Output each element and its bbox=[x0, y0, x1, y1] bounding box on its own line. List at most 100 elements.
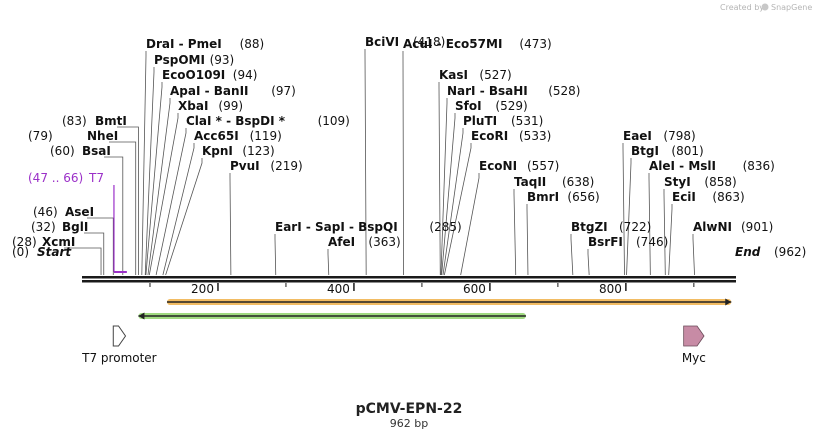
site-name: DraI - PmeI bbox=[146, 37, 222, 51]
leader-taqii bbox=[513, 189, 517, 276]
site-clai-bspdi[interactable]: ClaI * - BspDI *(109) bbox=[186, 114, 350, 128]
site-name: Acc65I bbox=[194, 129, 239, 143]
site-position: (638) bbox=[562, 175, 594, 189]
site-position: (656) bbox=[567, 190, 599, 204]
snapgene-branding: Created by SnapGene bbox=[720, 3, 812, 12]
site-nhei[interactable]: (79)NheI bbox=[28, 129, 118, 143]
sequence-length: 962 bp bbox=[390, 417, 428, 430]
feature-t7-promoter[interactable]: T7 promoter bbox=[81, 325, 157, 365]
site-position: (119) bbox=[250, 129, 282, 143]
site-taqii[interactable]: TaqII(638) bbox=[514, 175, 594, 189]
site-kpni[interactable]: KpnI(123) bbox=[202, 144, 275, 158]
end-label: End bbox=[735, 245, 761, 259]
orf-forward[interactable] bbox=[166, 298, 732, 306]
site-name: BmtI bbox=[95, 114, 127, 128]
site-apai-banii[interactable]: ApaI - BanII(97) bbox=[170, 84, 296, 98]
site-nari-bsahi[interactable]: NarI - BsaHI(528) bbox=[447, 84, 580, 98]
site-name: KasI bbox=[439, 68, 468, 82]
site-afei[interactable]: AfeI (363) bbox=[328, 235, 401, 249]
site-name: AfeI bbox=[328, 235, 355, 249]
leader-alwni bbox=[692, 234, 695, 276]
orf-reverse[interactable] bbox=[138, 312, 526, 320]
site-name: BglI bbox=[62, 220, 88, 234]
site-position: (93) bbox=[210, 53, 235, 67]
site-name: EaeI bbox=[623, 129, 652, 143]
leader-xcmi bbox=[64, 247, 102, 275]
snapgene-brand-text: SnapGene bbox=[771, 3, 812, 12]
site-ecoo109i[interactable]: EcoO109I(94) bbox=[162, 68, 257, 82]
site-btgi[interactable]: BtgI(801) bbox=[631, 144, 704, 158]
feature-label: T7 promoter bbox=[81, 351, 157, 365]
leader-btgzi bbox=[570, 234, 574, 276]
site-name: PluTI bbox=[463, 114, 497, 128]
site-bmti[interactable]: (83)BmtI bbox=[62, 114, 127, 128]
site-pspomi[interactable]: PspOMI(93) bbox=[154, 53, 234, 67]
site-position: (528) bbox=[548, 84, 580, 98]
backbone-bottom-strand bbox=[82, 280, 736, 283]
site-name: BtgZI bbox=[571, 220, 608, 234]
site-position: (363) bbox=[368, 235, 400, 249]
site-pvui[interactable]: PvuI(219) bbox=[230, 159, 303, 173]
ruler-tick-label: 600 bbox=[463, 282, 486, 296]
primer-range: (47 .. 66) bbox=[28, 171, 83, 185]
feature-label: Myc bbox=[682, 351, 706, 365]
leader-btgi bbox=[626, 158, 632, 276]
site-pluti[interactable]: PluTI (531) bbox=[463, 114, 543, 128]
site-name: XbaI bbox=[178, 99, 208, 113]
site-bcivi[interactable]: BciVI(418) bbox=[365, 35, 445, 49]
site-position: (97) bbox=[271, 84, 296, 98]
site-bmri[interactable]: BmrI(656) bbox=[527, 190, 600, 204]
site-acc65i[interactable]: Acc65I (119) bbox=[194, 129, 282, 143]
site-ecii[interactable]: EciI(863) bbox=[672, 190, 745, 204]
leader-afei bbox=[327, 249, 330, 276]
site-ecori[interactable]: EcoRI(533) bbox=[471, 129, 551, 143]
leader-sfoi bbox=[441, 113, 456, 276]
leader-ecii bbox=[668, 204, 673, 276]
leader-alei-msli bbox=[648, 173, 651, 276]
site-position: (79) bbox=[28, 129, 53, 143]
site-kasi[interactable]: KasI(527) bbox=[439, 68, 512, 82]
site-name: AlwNI bbox=[693, 220, 732, 234]
site-position: (531) bbox=[511, 114, 543, 128]
site-position: (109) bbox=[318, 114, 350, 128]
site-styi[interactable]: StyI(858) bbox=[664, 175, 737, 189]
site-position: (219) bbox=[270, 159, 302, 173]
site-bsrfi[interactable]: BsrFI(746) bbox=[588, 235, 668, 249]
site-position: (533) bbox=[519, 129, 551, 143]
feature-myc[interactable]: Myc bbox=[682, 325, 706, 365]
site-asei[interactable]: (46)AseI bbox=[33, 205, 94, 219]
leader-acui-eco57mi bbox=[402, 51, 404, 276]
site-bsai[interactable]: (60)BsaI bbox=[50, 144, 111, 158]
site-btgzi[interactable]: BtgZI(722) bbox=[571, 220, 651, 234]
primer-name: T7 bbox=[88, 171, 104, 185]
site-sfoi[interactable]: SfoI (529) bbox=[455, 99, 528, 113]
sequence-name: pCMV-EPN-22 bbox=[356, 401, 463, 417]
site-eari-sapi-bspqi[interactable]: EarI - SapI - BspQI(285) bbox=[275, 220, 462, 234]
site-econi[interactable]: EcoNI(557) bbox=[479, 159, 559, 173]
leader-bmri bbox=[526, 204, 529, 276]
start-label: Start bbox=[37, 245, 72, 259]
leader-eari-sapi-bspqi bbox=[274, 234, 277, 276]
site-drai-pmei[interactable]: DraI - PmeI(88) bbox=[146, 37, 264, 51]
site-acui-eco57mi[interactable]: AcuI - Eco57MI(473) bbox=[403, 37, 552, 51]
site-position: (46) bbox=[33, 205, 58, 219]
orf-track bbox=[138, 298, 732, 320]
site-position: (529) bbox=[495, 99, 527, 113]
leader-bmti bbox=[117, 126, 139, 275]
snapgene-logo-icon bbox=[761, 3, 769, 11]
site-alwni[interactable]: AlwNI(901) bbox=[693, 220, 773, 234]
site-xbai[interactable]: XbaI(99) bbox=[178, 99, 243, 113]
site-name: SfoI bbox=[455, 99, 482, 113]
site-eaei[interactable]: EaeI(798) bbox=[623, 129, 696, 143]
leader-nhei bbox=[109, 141, 137, 275]
leader-pluti bbox=[442, 128, 464, 276]
site-position: (123) bbox=[242, 144, 274, 158]
site-name: EarI - SapI - BspQI bbox=[275, 220, 398, 234]
site-xcmi[interactable]: (28)XcmI bbox=[12, 235, 75, 249]
site-alei-msli[interactable]: AleI - MslI(836) bbox=[649, 159, 775, 173]
leader-bsrfi bbox=[587, 249, 590, 276]
site-position: (60) bbox=[50, 144, 75, 158]
leader-bcivi bbox=[364, 49, 367, 276]
site-bgli[interactable]: (32)BglI bbox=[31, 220, 88, 234]
